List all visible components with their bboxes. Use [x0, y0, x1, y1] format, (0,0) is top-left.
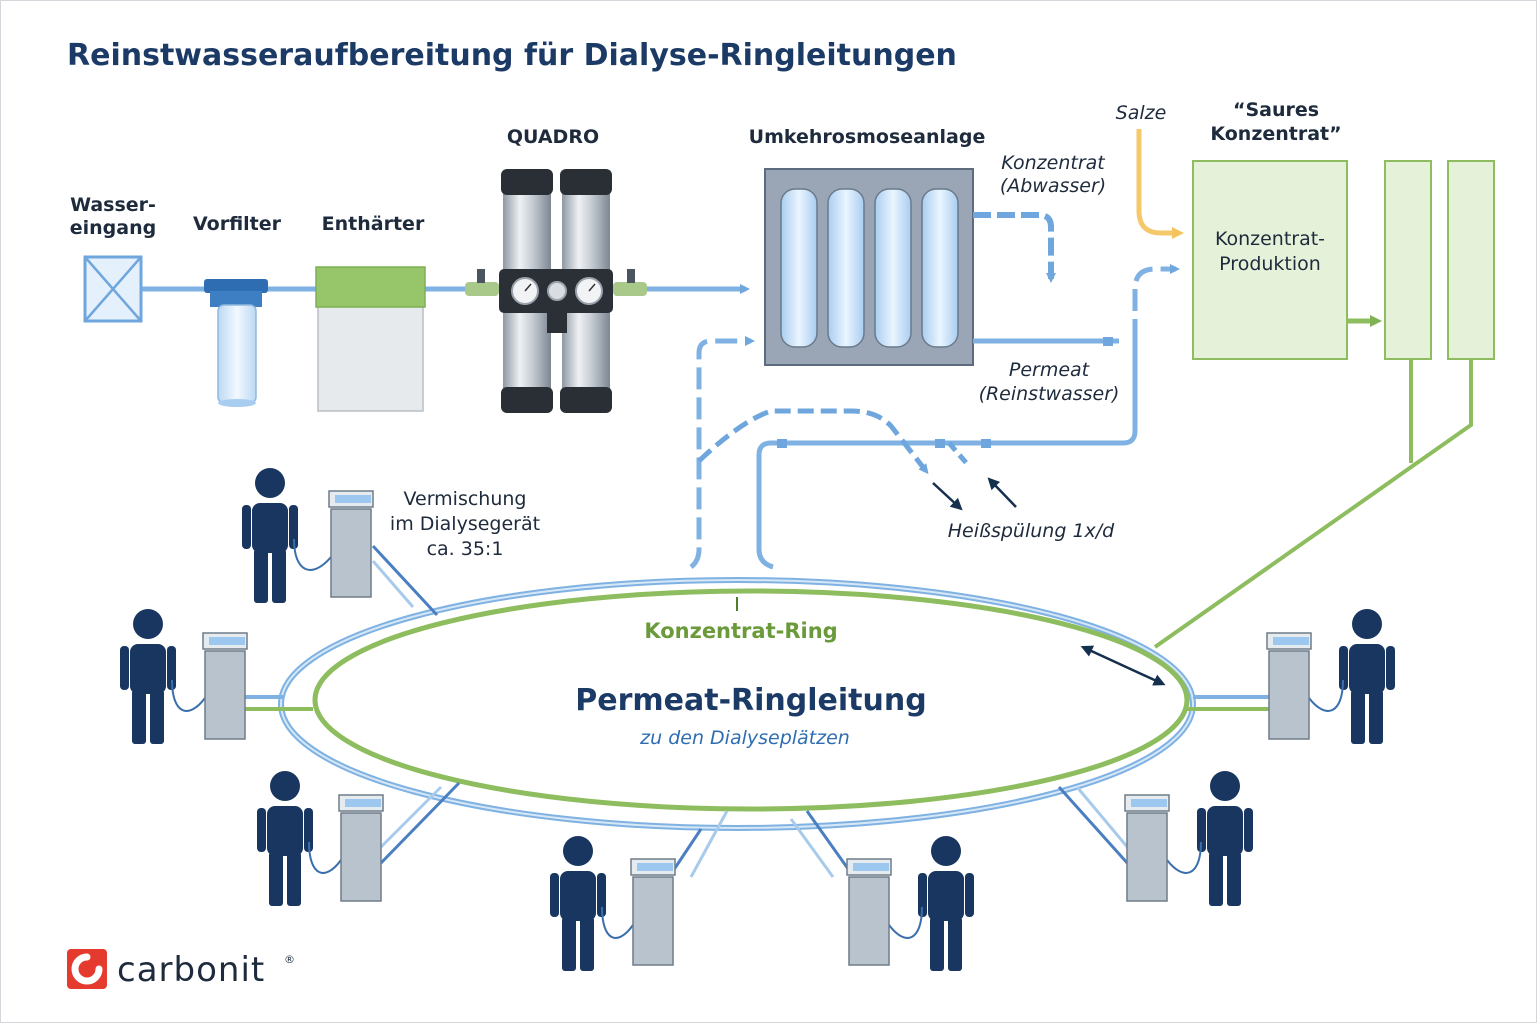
carbonit-logo: carbonit ®: [67, 949, 295, 990]
patient-icon: [120, 609, 176, 744]
prefilter-label: Vorfilter: [193, 213, 282, 235]
softener-label: Enthärter: [322, 213, 425, 235]
mixing-label-3: ca. 35:1: [427, 538, 504, 560]
permeate-ring-subtitle: zu den Dialyseplätzen: [639, 727, 850, 749]
dialysis-station: [1124, 771, 1253, 906]
acid-concentrate-label-2: Konzentrat”: [1210, 123, 1341, 145]
dialysis-machine-icon: [202, 632, 248, 740]
dialysis-station: [120, 609, 248, 744]
quadro-label: QUADRO: [507, 126, 599, 148]
water-inlet-label-2: eingang: [70, 217, 156, 239]
acid-concentrate-label-1: “Saures: [1233, 99, 1319, 121]
patient-icon: [550, 836, 606, 971]
dialysis-machine-icon: [1266, 632, 1312, 740]
carbonit-logo-reg: ®: [284, 953, 295, 966]
dialysis-machine-icon: [1124, 794, 1170, 902]
permeate-return-pipe: [689, 336, 755, 569]
blood-line: [293, 538, 332, 571]
mixing-label-1: Vermischung: [403, 488, 526, 510]
permeate-ring-title: Permeat-Ringleitung: [575, 683, 926, 718]
concentrate-ring: [312, 588, 1190, 812]
waste-label-2: (Abwasser): [1000, 175, 1106, 197]
blood-line: [601, 906, 634, 939]
ring-flow-arrow: [1080, 645, 1166, 686]
dialysis-machine-icon: [846, 858, 892, 966]
dialysis-machine-icon: [338, 794, 384, 902]
concentrate-tank-1: [1384, 160, 1432, 360]
dialysis-station: [846, 836, 974, 971]
dialysis-stations: [120, 468, 1395, 971]
hot-rinse-in-arrow: [987, 477, 1017, 508]
concentrate-production-box: [1192, 160, 1348, 360]
salts-pipe: [1136, 129, 1184, 239]
patient-icon: [1339, 609, 1395, 744]
permeate-label-2: (Reinstwasser): [979, 383, 1120, 405]
patient-icon: [242, 468, 298, 603]
blood-line: [171, 679, 206, 712]
dialysis-machine-icon: [630, 858, 676, 966]
permeate-supply-pipe: [756, 341, 1138, 570]
dialysis-machine-icon: [328, 490, 374, 598]
carbonit-logo-text: carbonit: [117, 950, 265, 990]
concentrate-to-ring-pipe: [1153, 359, 1473, 649]
patient-icon: [918, 836, 974, 971]
page-title: Reinstwasseraufbereitung für Dialyse-Rin…: [67, 38, 957, 73]
hot-rinse-return-pipe: [697, 408, 929, 475]
station-connectors: [245, 544, 1269, 878]
hot-rinse-label: Heißspülung 1x/d: [948, 520, 1115, 542]
ro-unit: [764, 168, 974, 366]
mixing-label-2: im Dialysegerät: [390, 513, 540, 535]
concentrate-production-label-2: Produktion: [1219, 253, 1321, 275]
softener: [315, 266, 426, 412]
waste-concentrate-pipe: [973, 212, 1056, 283]
waste-label-1: Konzentrat: [1001, 152, 1106, 174]
quadro-unit: [465, 169, 647, 413]
water-inlet: [83, 255, 143, 323]
dialysis-station: [257, 771, 384, 906]
hot-rinse-out-arrow: [932, 482, 963, 511]
blood-line: [888, 906, 923, 939]
patient-icon: [1197, 771, 1253, 906]
dialysis-station: [242, 468, 374, 603]
concentrate-ring-label: Konzentrat-Ring: [644, 619, 837, 643]
blood-line: [1166, 841, 1202, 874]
permeate-to-concentrate-pipe: [1132, 264, 1180, 341]
blood-line: [1308, 679, 1344, 712]
ro-unit-label: Umkehrosmoseanlage: [749, 126, 986, 148]
blood-line: [308, 841, 342, 874]
patient-icon: [257, 771, 313, 906]
salts-label: Salze: [1116, 102, 1167, 124]
dialysis-station: [1266, 609, 1395, 744]
concentrate-production-label-1: Konzentrat-: [1215, 228, 1325, 250]
concentrate-tank-2: [1447, 160, 1495, 360]
prefilter: [204, 279, 268, 407]
permeate-label-1: Permeat: [1009, 359, 1091, 381]
dialysis-station: [550, 836, 676, 971]
water-inlet-label-1: Wasser-: [70, 194, 156, 216]
